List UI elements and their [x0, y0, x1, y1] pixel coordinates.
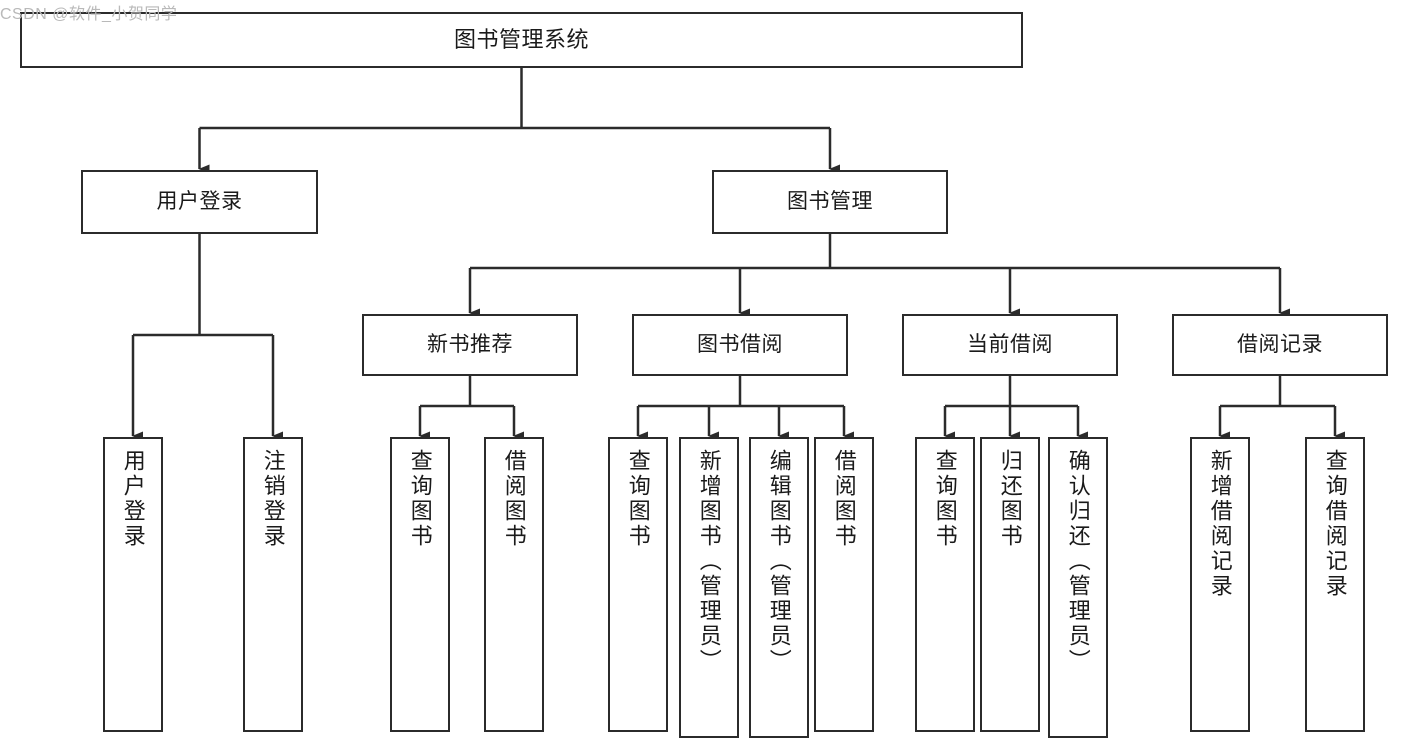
node-root[interactable]: 图书管理系统	[20, 12, 1023, 68]
watermark: CSDN @软件_小贺同学	[0, 6, 178, 23]
node-label: 确认归还（管理员）	[1065, 449, 1091, 674]
node-label: 编辑图书（管理员）	[766, 449, 792, 674]
node-leaf-user-logout[interactable]: 注销登录	[243, 437, 303, 732]
node-new-book-rec[interactable]: 新书推荐	[362, 314, 578, 376]
node-current-borrow[interactable]: 当前借阅	[902, 314, 1118, 376]
node-leaf-cb-query[interactable]: 查询图书	[915, 437, 975, 732]
node-label: 借阅记录	[1237, 332, 1323, 356]
node-label: 查询图书	[932, 449, 958, 549]
node-label: 新书推荐	[427, 332, 513, 356]
connectors	[131, 68, 1345, 441]
node-label: 新增图书（管理员）	[696, 449, 722, 674]
node-book-manage[interactable]: 图书管理	[712, 170, 948, 234]
node-label: 新增借阅记录	[1207, 449, 1233, 599]
node-leaf-br-query[interactable]: 查询借阅记录	[1305, 437, 1365, 732]
node-leaf-cb-confirm[interactable]: 确认归还（管理员）	[1048, 437, 1108, 738]
node-leaf-rec-borrow[interactable]: 借阅图书	[484, 437, 544, 732]
node-leaf-bb-query[interactable]: 查询图书	[608, 437, 668, 732]
node-label: 查询图书	[407, 449, 433, 549]
node-label: 图书管理	[787, 189, 873, 213]
node-label: 归还图书	[997, 449, 1023, 549]
node-book-borrow[interactable]: 图书借阅	[632, 314, 848, 376]
node-leaf-bb-add[interactable]: 新增图书（管理员）	[679, 437, 739, 738]
node-leaf-rec-query[interactable]: 查询图书	[390, 437, 450, 732]
node-borrow-record[interactable]: 借阅记录	[1172, 314, 1388, 376]
node-leaf-user-login[interactable]: 用户登录	[103, 437, 163, 732]
node-leaf-bb-borrow[interactable]: 借阅图书	[814, 437, 874, 732]
node-label: 注销登录	[260, 449, 286, 549]
node-label: 借阅图书	[831, 449, 857, 549]
node-leaf-br-add[interactable]: 新增借阅记录	[1190, 437, 1250, 732]
node-label: 当前借阅	[967, 332, 1053, 356]
node-label: 用户登录	[156, 189, 243, 213]
node-label: 用户登录	[120, 449, 146, 549]
node-leaf-cb-return[interactable]: 归还图书	[980, 437, 1040, 732]
node-user-login[interactable]: 用户登录	[81, 170, 318, 234]
node-label: 图书管理系统	[453, 27, 589, 53]
node-label: 查询借阅记录	[1322, 449, 1348, 599]
node-label: 借阅图书	[501, 449, 527, 549]
node-label: 图书借阅	[697, 332, 783, 356]
node-leaf-bb-edit[interactable]: 编辑图书（管理员）	[749, 437, 809, 738]
node-label: 查询图书	[625, 449, 651, 549]
